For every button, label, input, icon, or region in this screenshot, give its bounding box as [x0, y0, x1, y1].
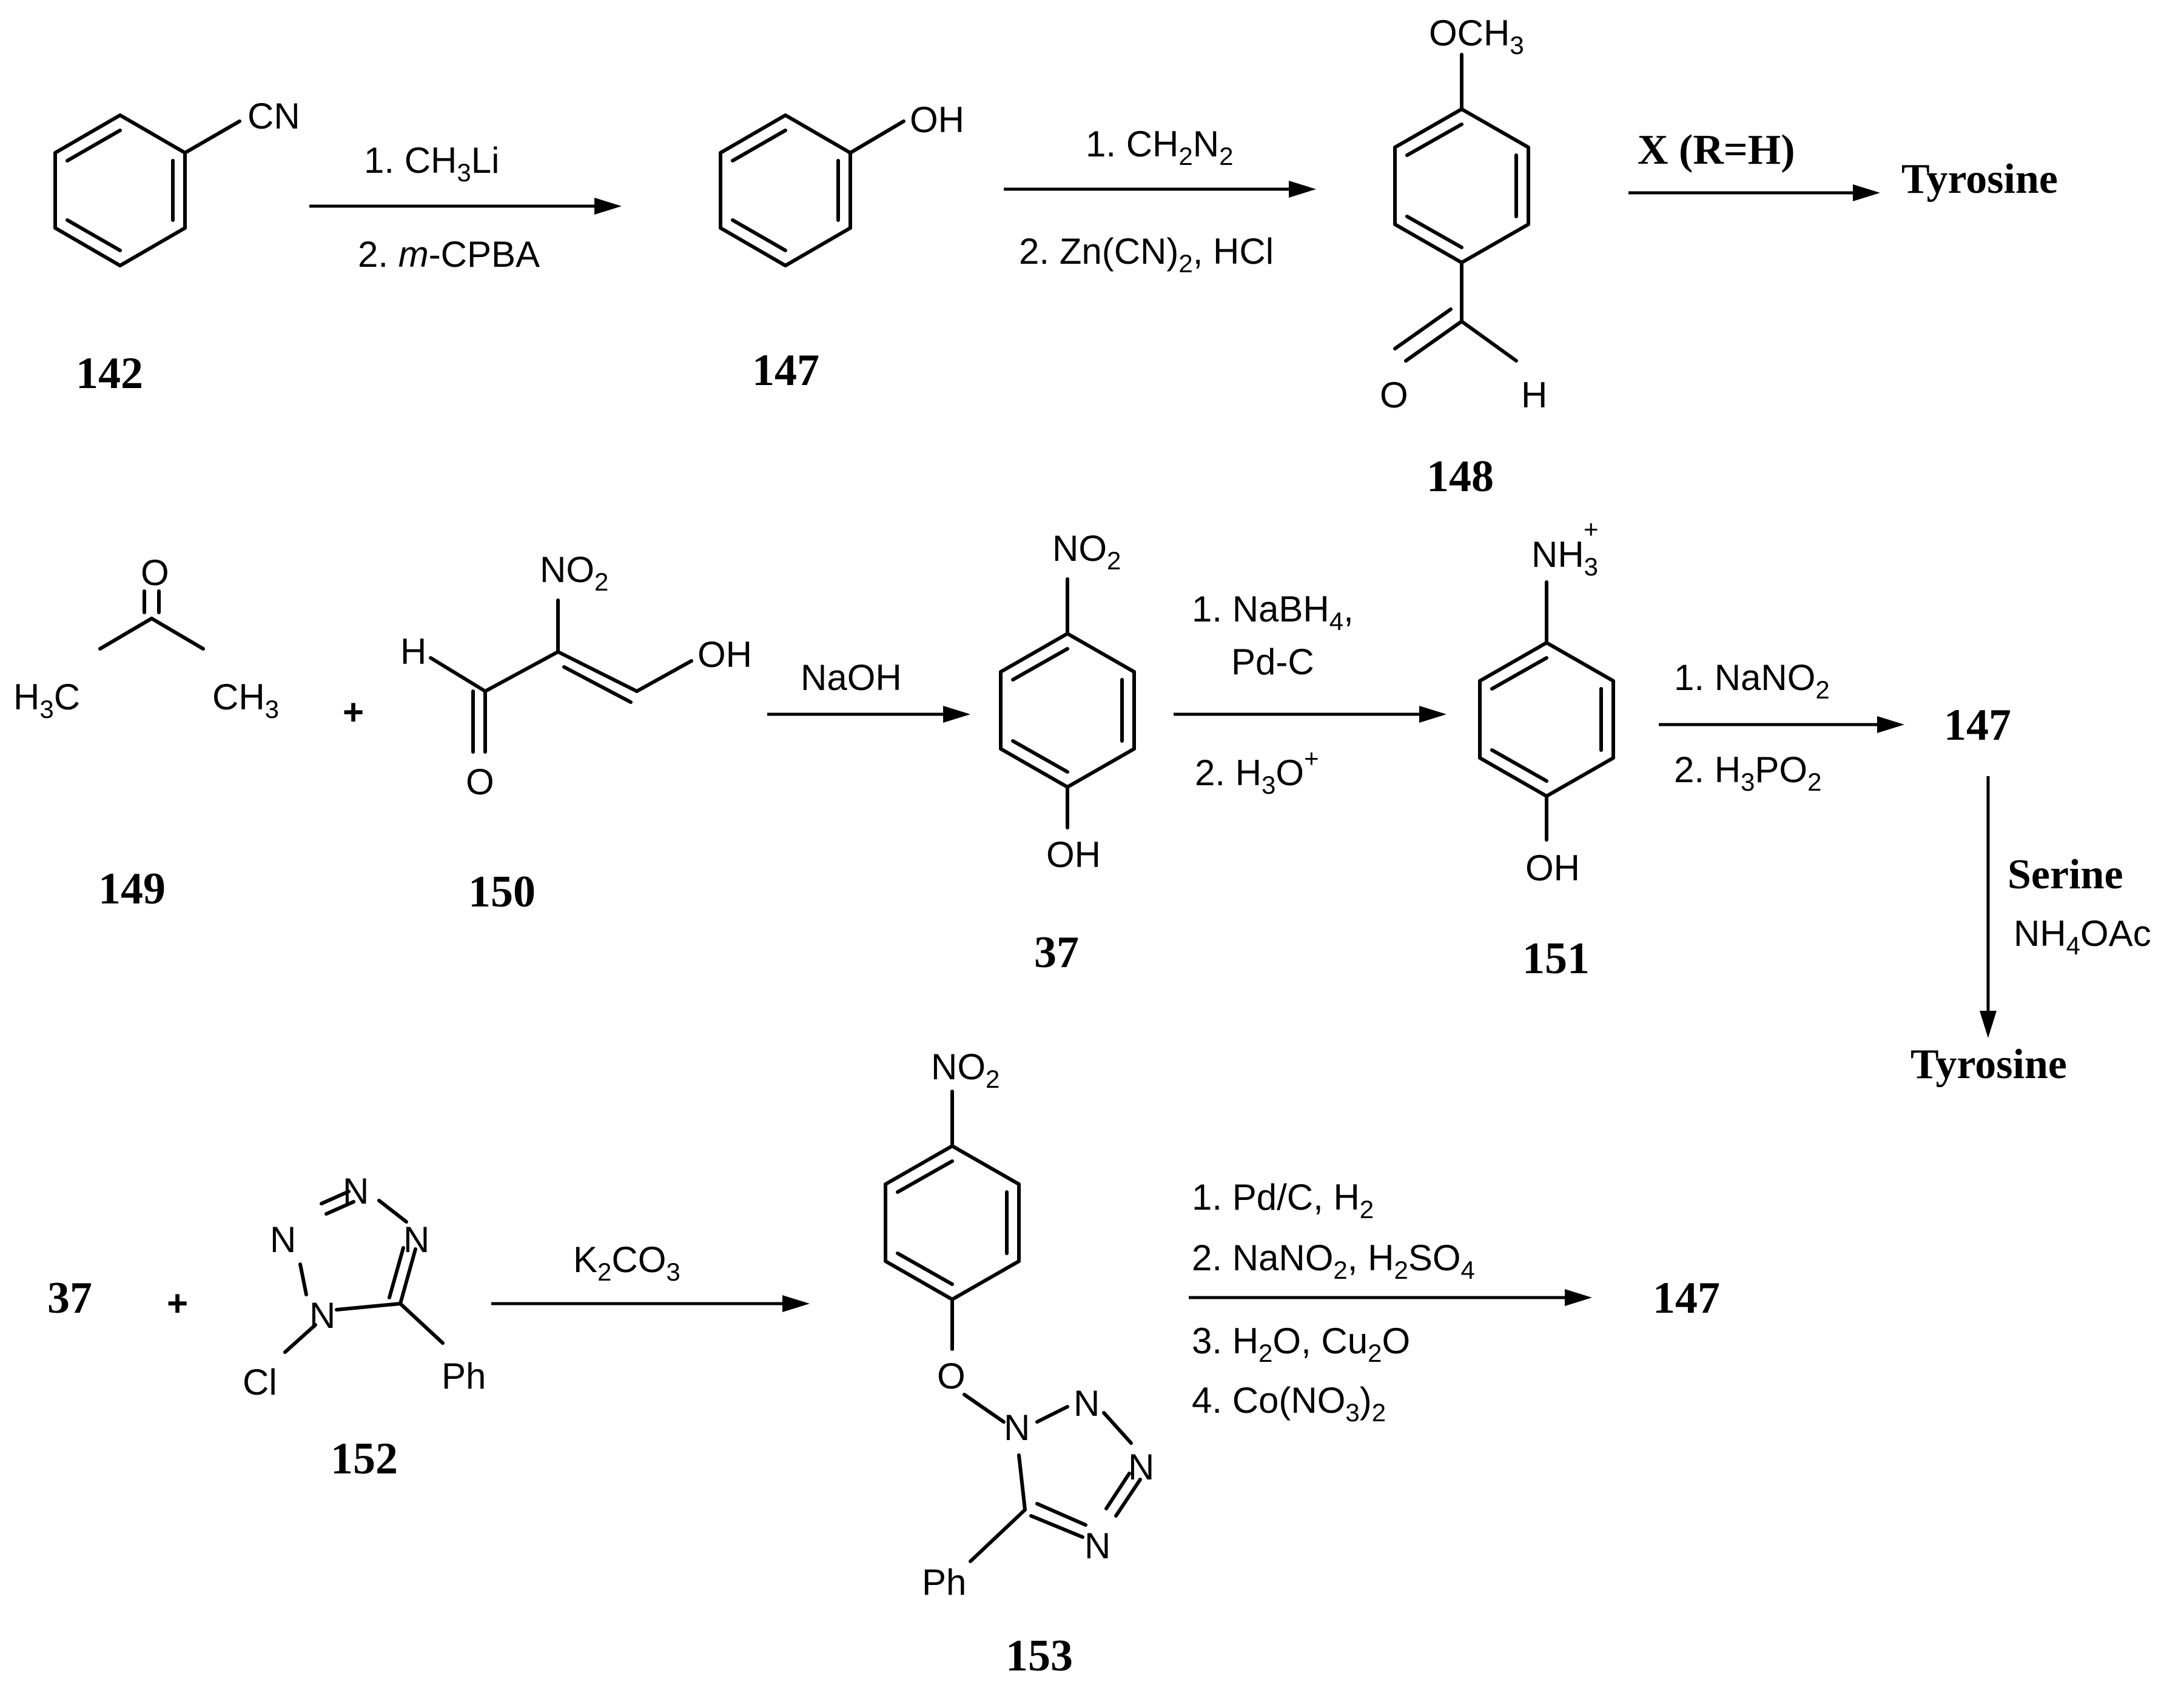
reaction-arrow-serine [1980, 776, 1997, 1038]
condition-k2co3: K2CO3 [573, 1239, 680, 1286]
compound-label-37: 37 [1034, 928, 1079, 977]
reaction-arrow-diazotization [1659, 716, 1904, 733]
compound-150-structure: H O NO2 OH [400, 549, 752, 802]
tetrazole-n2-label: N [270, 1219, 296, 1260]
compound-label-153: 153 [1006, 1631, 1073, 1681]
compound-label-148: 148 [1426, 452, 1494, 501]
condition-reduction-line2: 2. H3O+ [1195, 744, 1319, 799]
condition-final-line2: 2. NaNO2, H2SO4 [1192, 1238, 1475, 1284]
condition-naoh: NaOH [801, 657, 902, 698]
compound-37-structure: NO2 OH [999, 528, 1136, 875]
condition-step1-line2: 2. m-CPBA [358, 234, 540, 275]
phenol-oh-label-37: OH [1046, 834, 1101, 875]
condition-final-line4: 4. Co(NO3)2 [1192, 1380, 1386, 1427]
compound-label-151: 151 [1522, 934, 1590, 983]
tetrazole-n3-label: N [403, 1219, 429, 1260]
compound-label-152: 152 [331, 1434, 398, 1484]
compound-label-147-c: 147 [1653, 1273, 1720, 1323]
reaction-arrow-naoh [767, 706, 970, 723]
condition-reduction-line1: 1. NaBH4, [1192, 589, 1354, 635]
tetrazole-n1-label: N [343, 1171, 369, 1211]
ammonium-label: NH3+ [1531, 515, 1599, 581]
phenyl-label-153: Ph [922, 1562, 966, 1603]
condition-step2-line1: 1. CH2N2 [1086, 124, 1233, 170]
compound-label-149: 149 [98, 864, 166, 914]
tetrazole-n3-label-153: N [1128, 1447, 1154, 1487]
condition-diazo-line1: 1. NaNO2 [1674, 657, 1830, 704]
compound-153-structure: NO2 O N N N N Ph [884, 1047, 1154, 1603]
tetrazole-n4-label: N [309, 1295, 335, 1336]
aldehyde-hydrogen-label: H [1521, 375, 1547, 415]
product-tyrosine-2: Tyrosine [1910, 1041, 2067, 1088]
nitro-label-150: NO2 [540, 549, 608, 596]
phenyl-label-152: Ph [442, 1356, 486, 1396]
ketone-oxygen-label: O [141, 552, 169, 593]
compound-151-structure: NH3+ OH [1478, 515, 1615, 888]
methyl-left-label: H3C [13, 677, 80, 723]
condition-step2-line2: 2. Zn(CN)2, HCl [1019, 231, 1274, 278]
condition-nh4oac: NH4OAc [2014, 913, 2151, 960]
compound-label-142: 142 [76, 349, 143, 398]
aldehyde-h-label: H [400, 631, 426, 672]
compound-label-147: 147 [752, 346, 819, 395]
hydroxyl-label: OH [910, 99, 964, 140]
plus-sign-1: + [343, 692, 364, 732]
reaction-arrow-reduction [1174, 706, 1446, 723]
condition-step1-line1: 1. CH3Li [364, 140, 499, 187]
condition-final-line1: 1. Pd/C, H2 [1192, 1177, 1374, 1224]
tetrazole-n2-label-153: N [1074, 1383, 1100, 1424]
condition-x-rh: X (R=H) [1638, 127, 1795, 173]
reaction-arrow-2 [1004, 181, 1316, 198]
phenol-oh-label-151: OH [1525, 848, 1580, 888]
nitrile-label: CN [247, 96, 300, 136]
reaction-arrow-k2co3 [491, 1295, 810, 1312]
methoxy-label: OCH3 [1429, 13, 1524, 59]
condition-serine: Serine [2008, 851, 2123, 898]
carbonyl-oxygen-label: O [1380, 375, 1408, 415]
compound-label-150: 150 [468, 867, 536, 917]
compound-149-structure: O H3C CH3 [13, 552, 279, 723]
compound-label-147-b: 147 [1944, 700, 2011, 750]
compound-142-structure: CN [53, 96, 300, 267]
compound-152-structure: N N N N Cl Ph [243, 1171, 486, 1402]
compound-148-structure: OCH3 O H [1380, 13, 1547, 415]
aldehyde-o-label: O [466, 762, 494, 802]
reaction-arrow-final [1189, 1289, 1592, 1306]
product-tyrosine-1: Tyrosine [1901, 156, 2058, 203]
nitro-label-37: NO2 [1052, 528, 1121, 575]
compound-147-structure: OH [719, 99, 964, 267]
reaction-arrow-x [1628, 184, 1880, 201]
methyl-right-label: CH3 [212, 677, 279, 723]
tetrazole-n4-label-153: N [1084, 1526, 1110, 1566]
plus-sign-2: + [167, 1283, 188, 1324]
nitro-label-153: NO2 [931, 1047, 1000, 1093]
condition-reduction-pdc: Pd-C [1231, 642, 1314, 682]
ether-oxygen-label: O [937, 1356, 966, 1396]
condition-final-line3: 3. H2O, Cu2O [1192, 1321, 1410, 1367]
reaction-arrow-1 [309, 198, 622, 215]
chloro-label: Cl [243, 1362, 277, 1402]
condition-diazo-line2: 2. H3PO2 [1674, 749, 1821, 796]
enol-oh-label: OH [697, 634, 752, 675]
reactant-label-37: 37 [47, 1273, 92, 1323]
tetrazole-n1-label-153: N [1004, 1407, 1030, 1448]
